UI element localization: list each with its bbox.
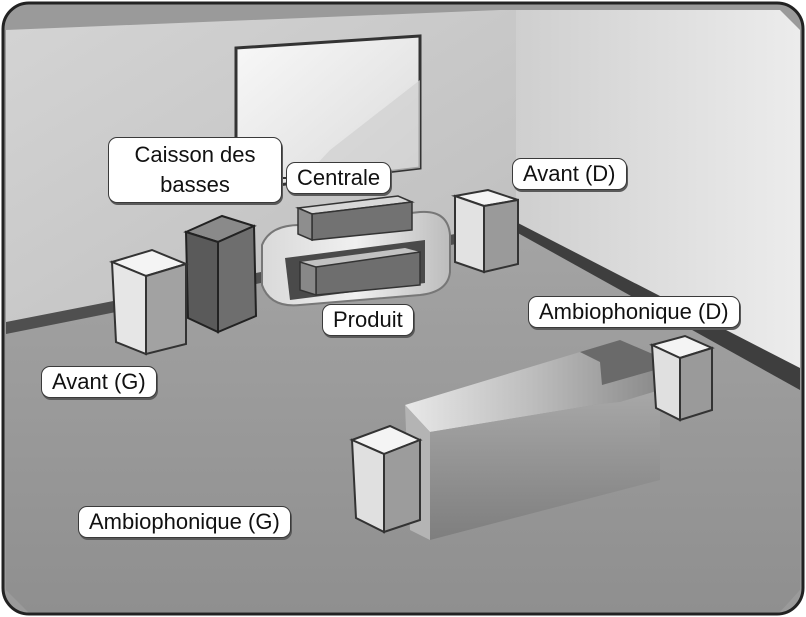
surround-right-speaker-side — [679, 346, 713, 422]
product-top — [300, 248, 420, 267]
surround-left-speaker-front — [350, 438, 385, 534]
sofa-front — [430, 390, 660, 540]
sofa-top — [405, 352, 660, 432]
center-speaker-side — [297, 206, 313, 242]
label-front-right: Avant (D) — [512, 158, 627, 190]
label-surround-left: Ambiophonique (G) — [78, 506, 291, 538]
label-center: Centrale — [286, 162, 392, 194]
product-side — [299, 260, 317, 297]
front-right-speaker-side — [483, 198, 519, 274]
right-wall — [516, 10, 800, 375]
front-left-speaker-side — [145, 262, 187, 356]
surround-left-speaker-side — [383, 438, 421, 534]
label-subwoofer: Caisson des basses — [108, 137, 282, 203]
surround-right-speaker-front — [650, 343, 681, 422]
subwoofer-side — [217, 224, 258, 334]
label-surround-right: Ambiophonique (D) — [528, 296, 740, 328]
sofa-back-arm — [580, 340, 655, 385]
subwoofer-front — [184, 230, 219, 334]
label-front-left: Avant (G) — [41, 366, 157, 398]
label-product: Produit — [322, 304, 414, 336]
front-right-speaker-front — [454, 194, 485, 274]
tv-reflection — [300, 80, 420, 182]
label-subwoofer-line1: Caisson des — [134, 142, 256, 167]
front-left-speaker-front — [110, 260, 147, 356]
label-subwoofer-line2: basses — [160, 172, 230, 197]
